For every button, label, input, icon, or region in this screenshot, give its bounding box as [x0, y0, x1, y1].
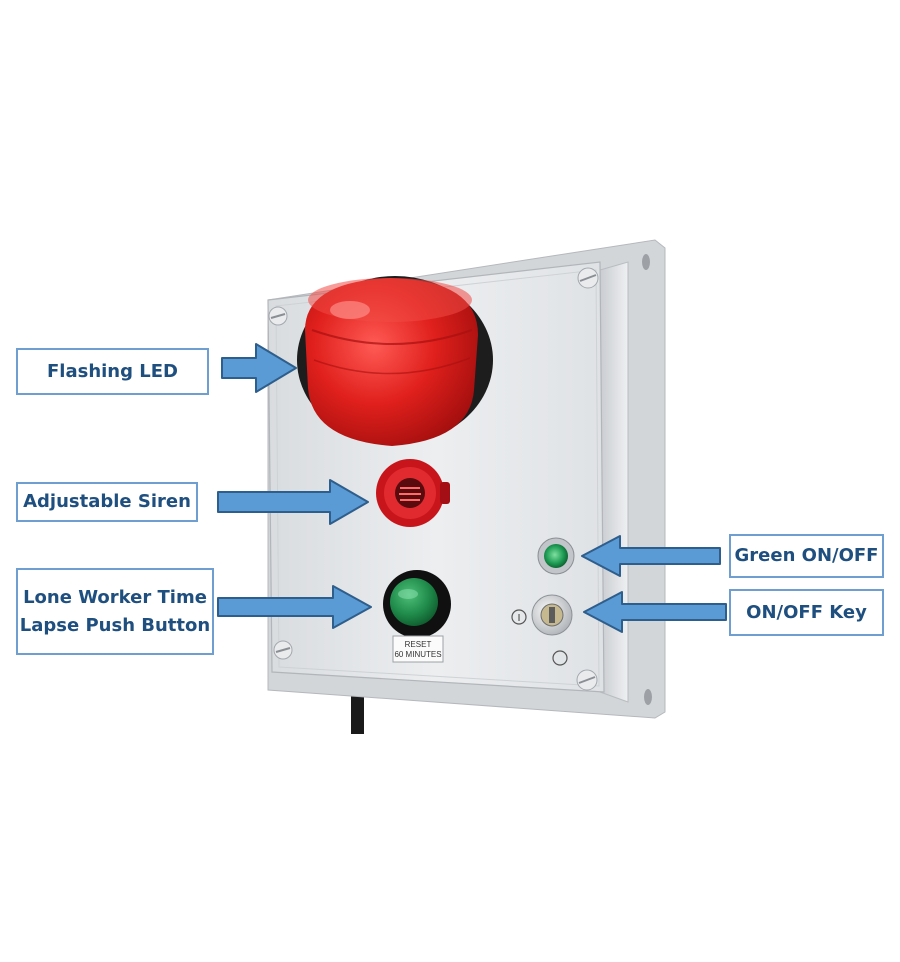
reset-label-line1: RESET	[405, 640, 432, 649]
screw-icon	[273, 640, 293, 660]
siren-icon	[376, 459, 450, 527]
callout-onoff-key-text: ON/OFF Key	[746, 601, 867, 623]
reset-label-line2: 60 MINUTES	[394, 650, 441, 659]
callout-lone-worker-line1: Lone Worker Time	[23, 586, 207, 608]
arrow-green-onoff	[581, 535, 721, 577]
arrow-onoff-key	[583, 591, 727, 633]
screw-icon	[577, 267, 599, 289]
push-button-icon	[383, 570, 451, 638]
arrow-adjustable-siren	[217, 479, 369, 525]
key-switch-icon	[531, 594, 573, 636]
callout-green-onoff: Green ON/OFF	[729, 534, 884, 578]
key-on-symbol: I	[518, 613, 521, 624]
beacon-icon	[297, 276, 493, 446]
callout-lone-worker-line2: Lapse Push Button	[19, 614, 211, 636]
screw-icon	[576, 669, 598, 691]
callout-flashing-led-text: Flashing LED	[47, 360, 178, 382]
callout-adjustable-siren: Adjustable Siren	[16, 482, 198, 522]
box-side	[599, 261, 629, 703]
callout-lone-worker-button: Lone Worker Time Lapse Push Button	[16, 568, 214, 655]
arrow-push-button	[217, 585, 372, 629]
callout-green-onoff-text: Green ON/OFF	[734, 545, 879, 567]
arrow-flashing-led	[221, 343, 297, 393]
key-off-symbol: O	[555, 651, 565, 663]
callout-flashing-led: Flashing LED	[16, 348, 209, 395]
indicator-light-icon	[537, 537, 575, 575]
reset-plate	[392, 635, 444, 663]
screw-icon	[268, 306, 288, 326]
callout-adjustable-siren-text: Adjustable Siren	[23, 491, 191, 513]
callout-onoff-key: ON/OFF Key	[729, 589, 884, 636]
